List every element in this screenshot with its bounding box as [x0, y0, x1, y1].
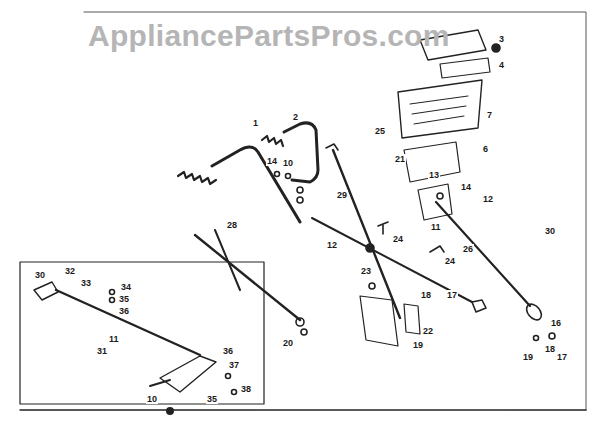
callout-number: 34	[120, 282, 132, 292]
callout-number: 10	[282, 158, 294, 168]
callout-number: 29	[336, 190, 348, 200]
callout-number: 14	[460, 182, 472, 192]
callout-number: 18	[544, 344, 556, 354]
callout-number: 16	[550, 318, 562, 328]
callout-number: 4	[498, 60, 505, 70]
callout-number: 32	[64, 266, 76, 276]
callout-number: 6	[482, 144, 489, 154]
callout-number: 36	[118, 306, 130, 316]
callout-number: 36	[222, 346, 234, 356]
callout-number: 17	[556, 352, 568, 362]
callout-number: 11	[430, 222, 442, 232]
callout-number: 35	[118, 294, 130, 304]
callout-number: 12	[482, 194, 494, 204]
callout-number: 12	[326, 240, 338, 250]
callout-number: 30	[34, 270, 46, 280]
callout-number: 25	[374, 126, 386, 136]
callout-number: 23	[360, 266, 372, 276]
callout-number: 11	[108, 334, 120, 344]
callout-number: 31	[96, 346, 108, 356]
callout-number: 19	[412, 340, 424, 350]
callout-number: 28	[226, 220, 238, 230]
callout-number: 33	[80, 278, 92, 288]
callout-number: 35	[206, 394, 218, 404]
callout-number: 2	[292, 112, 299, 122]
callout-number: 38	[240, 384, 252, 394]
callout-number: 1	[252, 118, 259, 128]
callout-number: 26	[462, 244, 474, 254]
callout-number: 19	[522, 352, 534, 362]
callout-number: 10	[146, 394, 158, 404]
callout-number: 20	[282, 338, 294, 348]
callout-number: 14	[266, 156, 278, 166]
callout-number: 30	[544, 226, 556, 236]
callout-number: 21	[394, 154, 406, 164]
callout-number: 37	[228, 360, 240, 370]
callout-number: 24	[392, 234, 404, 244]
watermark: AppliancePartsPros.com	[88, 20, 450, 52]
callout-number: 13	[428, 170, 440, 180]
callout-number: 24	[444, 256, 456, 266]
callout-number: 17	[446, 290, 458, 300]
callout-number: 18	[420, 290, 432, 300]
callout-number: 7	[486, 110, 493, 120]
callout-number: 3	[498, 34, 505, 44]
callout-number: 22	[422, 326, 434, 336]
